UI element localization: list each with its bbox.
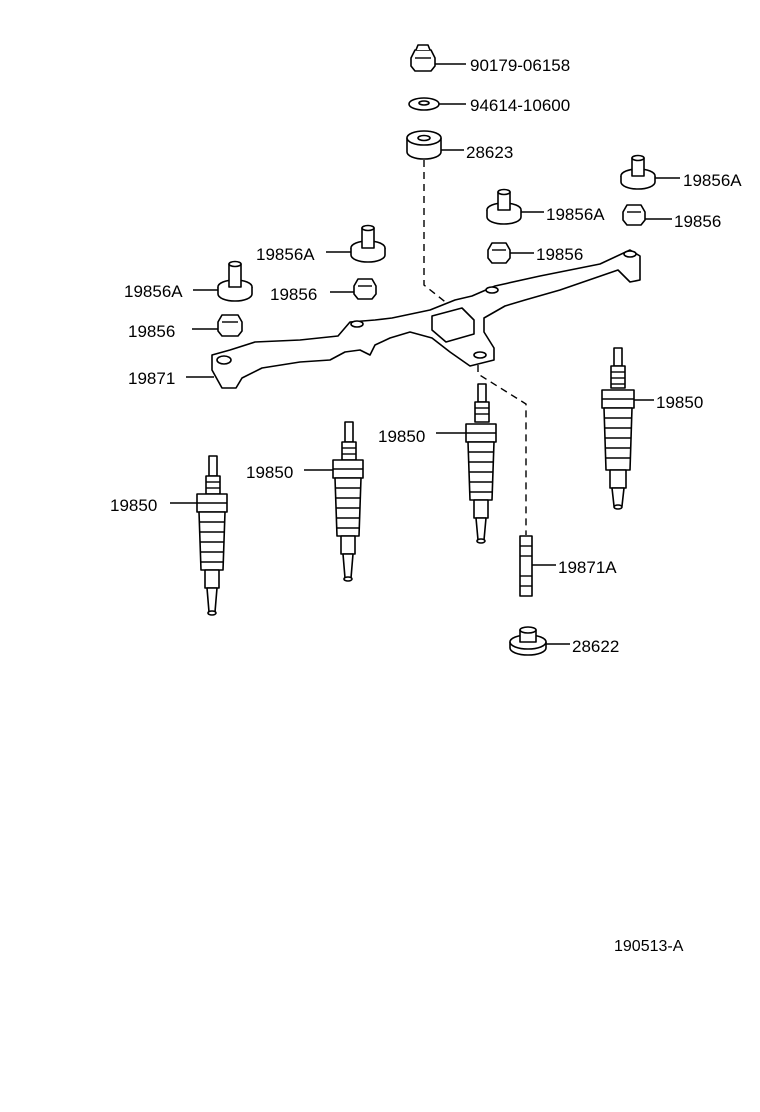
label-plug-right: 19850 bbox=[656, 393, 703, 412]
nut-a-right[interactable] bbox=[486, 188, 544, 225]
glow-plug-left[interactable] bbox=[170, 455, 228, 616]
nut-top[interactable] bbox=[410, 44, 466, 72]
nut-left[interactable] bbox=[192, 314, 243, 337]
label-nut-right: 19856 bbox=[536, 245, 583, 264]
label-insulator-top: 28623 bbox=[466, 143, 513, 162]
label-nut-a-right: 19856A bbox=[546, 205, 605, 224]
nut-center[interactable] bbox=[330, 278, 377, 300]
nut-a-far-right[interactable] bbox=[620, 154, 680, 190]
label-nut-left: 19856 bbox=[128, 322, 175, 341]
label-insulator-bottom: 28622 bbox=[572, 637, 619, 656]
label-nut-a-left: 19856A bbox=[124, 282, 183, 301]
label-washer-top: 94614-10600 bbox=[470, 96, 570, 115]
glow-plug-right[interactable] bbox=[601, 347, 654, 510]
label-nut-a-far-right: 19856A bbox=[683, 171, 742, 190]
label-nut-a-center: 19856A bbox=[256, 245, 315, 264]
label-nut-far-right: 19856 bbox=[674, 212, 721, 231]
label-plug-center: 19850 bbox=[378, 427, 425, 446]
bus-bar[interactable] bbox=[186, 249, 641, 389]
label-plug-left-center: 19850 bbox=[246, 463, 293, 482]
label-nut-top: 90179-06158 bbox=[470, 56, 570, 75]
label-nut-center: 19856 bbox=[270, 285, 317, 304]
glow-plug-center[interactable] bbox=[436, 383, 497, 544]
nut-right[interactable] bbox=[487, 242, 534, 264]
guide-line-bottom bbox=[477, 365, 527, 535]
glow-plug-left-center[interactable] bbox=[304, 421, 364, 582]
nut-a-center[interactable] bbox=[326, 224, 386, 263]
label-bus-bar: 19871 bbox=[128, 369, 175, 388]
label-stud: 19871A bbox=[558, 558, 617, 577]
washer-top[interactable] bbox=[408, 97, 466, 111]
insulator-bottom[interactable] bbox=[509, 626, 570, 656]
nut-far-right[interactable] bbox=[622, 204, 672, 226]
insulator-top[interactable] bbox=[406, 130, 464, 160]
label-plug-left: 19850 bbox=[110, 496, 157, 515]
figure-code: 190513-A bbox=[614, 938, 684, 955]
nut-a-left[interactable] bbox=[193, 260, 253, 302]
stud[interactable] bbox=[519, 535, 556, 597]
